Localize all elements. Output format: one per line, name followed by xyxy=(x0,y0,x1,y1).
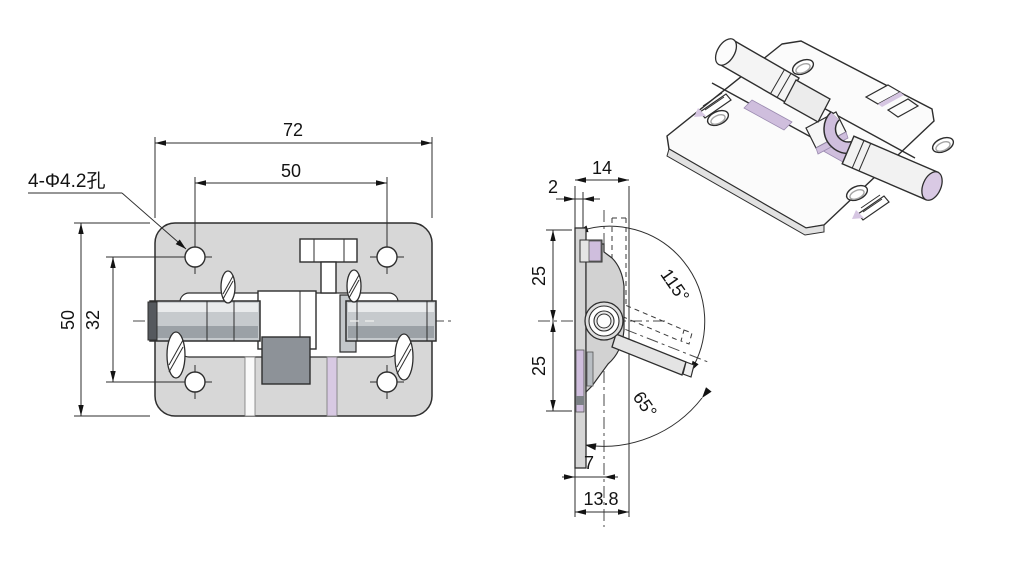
bracket-lavender-face xyxy=(588,240,602,262)
dim-text-upper-pitch: 25 xyxy=(529,266,549,286)
spring-bottom-left xyxy=(166,331,186,379)
detent-block xyxy=(261,336,311,385)
isometric-view xyxy=(666,38,955,236)
dim-arrow xyxy=(604,474,615,480)
dim-arrow xyxy=(110,371,116,382)
dim-text-overall-depth: 13.8 xyxy=(583,489,618,509)
spring-top-right xyxy=(346,269,362,303)
iso-spring-bottom xyxy=(852,194,890,221)
dim-arrow xyxy=(564,474,575,480)
dim-text-overall-width: 72 xyxy=(283,120,303,140)
dim-text-hole-pitch-v: 32 xyxy=(83,310,103,330)
iso-plate-edge xyxy=(666,148,825,236)
hole-callout: 4-Φ4.2孔 xyxy=(28,170,187,250)
dim-arrow xyxy=(376,180,387,186)
iso-barrel-bottom xyxy=(841,135,943,201)
dim-arrow xyxy=(583,196,594,202)
barrel-cap xyxy=(714,38,738,66)
dim-upper-pitch: 25 xyxy=(529,230,556,321)
dim-arrow xyxy=(421,140,432,146)
dim-arrow xyxy=(78,223,84,234)
hinge-pin-right xyxy=(345,300,437,342)
barrel-cap-lavender xyxy=(921,171,943,201)
dim-arrow xyxy=(78,405,84,416)
dim-hole-pitch-v: 32 xyxy=(83,256,185,383)
dim-text-pin-offset: 7 xyxy=(584,453,594,473)
mounting-holes xyxy=(178,240,404,399)
hole-bottom-right xyxy=(370,365,404,399)
plate-seam-lavender xyxy=(326,356,338,417)
spring-bottom-right xyxy=(394,333,414,381)
dim-text-hole-pitch-h: 50 xyxy=(281,161,301,181)
spring-shade xyxy=(852,210,864,219)
dim-arrow xyxy=(195,180,206,186)
dim-overall-width: 72 xyxy=(154,120,433,218)
pin-bore xyxy=(596,313,612,329)
lever-dashed-mid xyxy=(613,301,693,345)
dim-text-lower-pitch: 25 xyxy=(529,356,549,376)
dim-overall-height: 50 xyxy=(58,222,150,417)
iso-holes xyxy=(706,58,955,202)
dim-text-edge-thickness: 2 xyxy=(548,177,558,197)
angle-text-close: 65° xyxy=(629,388,661,422)
iso-step-block xyxy=(886,98,920,118)
lavender-shade xyxy=(743,99,793,131)
arc-arrow xyxy=(702,387,712,398)
iso-spring-left xyxy=(694,92,732,119)
dim-arrow xyxy=(618,177,629,183)
dim-arrow xyxy=(110,257,116,268)
iso-knuckle-segment xyxy=(783,79,831,123)
dim-arrow xyxy=(618,509,629,515)
leader-arrow xyxy=(175,239,186,249)
lever-tip-cap xyxy=(682,361,695,378)
dim-arrow xyxy=(550,321,556,332)
side-view: 115° 65° xyxy=(529,158,712,527)
dim-edge-thickness: 2 xyxy=(548,177,600,202)
front-view: 72 50 50 32 xyxy=(28,120,452,417)
strip-dark-tick xyxy=(576,396,584,405)
dim-pin-offset: 7 xyxy=(562,453,618,480)
spring-shade xyxy=(694,108,706,117)
arc-arrow xyxy=(585,443,597,451)
hole-bottom-left xyxy=(178,365,212,399)
hole-callout-text: 4-Φ4.2孔 xyxy=(28,170,105,192)
spring-top-left xyxy=(220,270,236,304)
plate-seam-light xyxy=(244,356,256,417)
dim-text-overall-height: 50 xyxy=(58,310,78,330)
dim-arrow xyxy=(155,140,166,146)
pin-end-cap xyxy=(147,301,158,341)
knuckle-rings xyxy=(584,301,624,341)
dim-hole-pitch-h: 50 xyxy=(194,161,388,247)
strip-gray xyxy=(586,351,594,387)
dim-arrow xyxy=(550,230,556,241)
hinge-pin-left xyxy=(147,300,261,342)
iso-step-block-shade xyxy=(878,92,904,107)
angle-text-open: 115° xyxy=(656,265,693,306)
dim-lower-pitch: 25 xyxy=(529,321,556,411)
dim-arrow xyxy=(550,400,556,411)
dim-text-knuckle-depth: 14 xyxy=(592,158,612,178)
dim-arrow xyxy=(550,310,556,321)
plate-lavender-strip xyxy=(575,349,585,413)
dim-overall-depth: 13.8 xyxy=(575,489,629,515)
dim-arrow xyxy=(575,177,586,183)
dim-arrow xyxy=(564,196,575,202)
side-plate xyxy=(574,227,587,469)
dim-knuckle-depth: 14 xyxy=(575,158,629,183)
lever-arm xyxy=(611,333,695,378)
dim-arrow xyxy=(575,509,586,515)
adjuster-knob xyxy=(299,238,358,294)
